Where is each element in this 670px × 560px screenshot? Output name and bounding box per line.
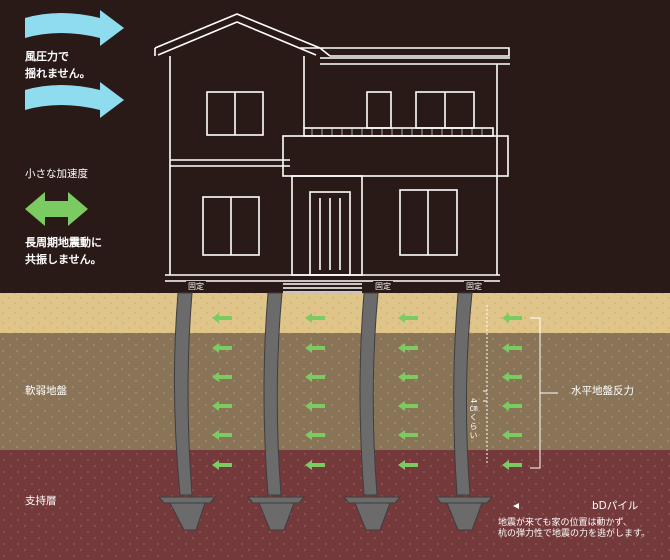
left-arrow-icon	[398, 372, 418, 382]
left-arrow-icon	[305, 313, 325, 323]
wind-arrow-icon	[25, 82, 124, 118]
left-arrow-icon	[212, 430, 232, 440]
left-arrow-icon	[305, 343, 325, 353]
left-arrow-icon	[212, 313, 232, 323]
left-arrow-icon	[502, 401, 522, 411]
left-arrow-icon	[398, 343, 418, 353]
left-arrow-icon	[398, 460, 418, 470]
left-arrow-icon	[212, 401, 232, 411]
fixed-label: 固定	[373, 281, 393, 292]
left-arrow-icon	[502, 460, 522, 470]
horizontal-reaction-label: 水平地盤反力	[571, 385, 634, 397]
left-arrow-icon	[502, 430, 522, 440]
pile	[434, 292, 494, 531]
pile	[157, 292, 217, 531]
left-arrow-icon	[398, 401, 418, 411]
left-arrow-icon	[502, 343, 522, 353]
left-arrow-icon	[398, 313, 418, 323]
wind-text: 風圧力で 揺れません。	[25, 50, 91, 80]
accel-text: 小さな加速度	[25, 168, 88, 180]
house-outline	[154, 13, 510, 293]
wind-arrow-icon	[25, 10, 124, 46]
left-arrow-icon	[212, 460, 232, 470]
soft-ground-label: 軟弱地盤	[25, 385, 67, 397]
left-arrow-icon	[212, 343, 232, 353]
double-arrow-icon	[25, 192, 88, 226]
pile	[246, 292, 306, 531]
left-arrow-icon	[305, 430, 325, 440]
left-arrow-icon	[305, 372, 325, 382]
resonance-text: 長周期地震動に 共振しません。	[25, 236, 102, 266]
pile-name-label: bDパイル	[592, 500, 639, 512]
bearing-layer-label: 支持層	[25, 495, 57, 507]
left-arrow-icon	[305, 460, 325, 470]
depth-label: 4㎝くらい	[469, 398, 478, 441]
green-arrows	[212, 313, 522, 470]
left-arrow-icon	[502, 313, 522, 323]
left-arrow-icon	[398, 430, 418, 440]
left-arrow-icon	[212, 372, 232, 382]
pile-description: 地震が来ても家の位置は動かず、 杭の弾力性で地震の力を逃がします。	[498, 518, 651, 539]
pile	[342, 292, 402, 531]
fixed-label: 固定	[464, 281, 484, 292]
left-arrow-icon	[502, 372, 522, 382]
fixed-label: 固定	[186, 281, 206, 292]
left-arrow-icon	[305, 401, 325, 411]
